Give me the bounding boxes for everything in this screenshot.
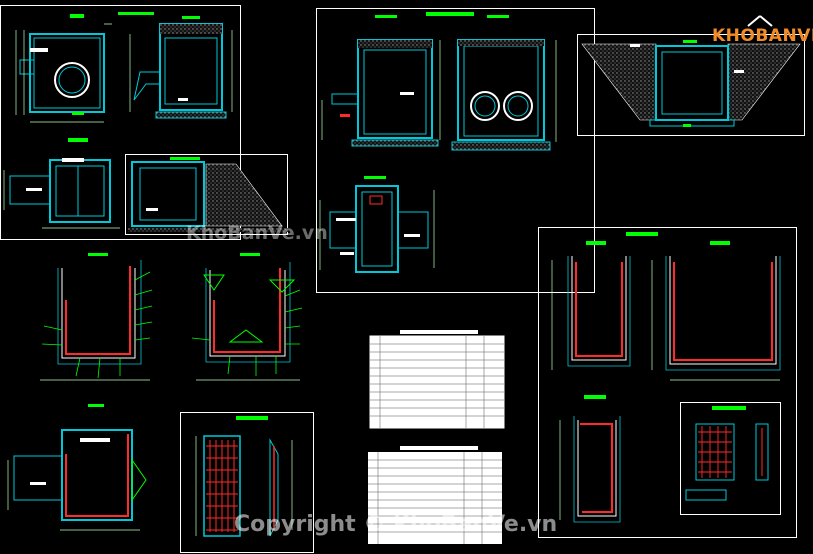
section-embankment (581, 43, 801, 127)
rebar-section-right-3 (559, 416, 621, 523)
rebar-table-1 (369, 330, 505, 429)
section-manhole-middle-left (321, 39, 441, 147)
rebar-mesh-right-small (685, 423, 769, 501)
rebar-u-section-1 (40, 260, 153, 381)
watermark-center: KhoBanVe.vn (186, 222, 328, 244)
rebar-u-section-right-2 (651, 256, 781, 381)
logo-text: KHOBANVE (712, 26, 813, 46)
plan-manhole-pipe (15, 23, 112, 123)
section-double-pipe (451, 39, 557, 151)
rebar-plan-lower-left (7, 429, 147, 531)
logo-roof-icon (747, 15, 773, 27)
panel-rebar-detail (180, 412, 314, 553)
rebar-table-2 (368, 446, 502, 544)
title-bars (68, 12, 746, 420)
section-with-slope (128, 161, 288, 232)
panel-section-left (125, 154, 288, 235)
panel-top-middle (316, 8, 595, 293)
watermark-bottom: Copyright © KhoBanVe.vn (234, 512, 558, 537)
rebar-u-section-2 (191, 262, 303, 381)
rebar-mesh-detail (195, 435, 293, 537)
sheet-frames (0, 5, 805, 553)
rebar-u-section-right-1 (551, 256, 631, 370)
panel-top-left (0, 5, 241, 240)
panel-right-small (680, 402, 781, 515)
panel-right-lower (538, 227, 797, 538)
plan-lower-left (3, 158, 120, 229)
panel-top-right (577, 34, 805, 136)
section-manhole-top-left (129, 23, 233, 119)
plan-manhole-middle (319, 185, 435, 273)
